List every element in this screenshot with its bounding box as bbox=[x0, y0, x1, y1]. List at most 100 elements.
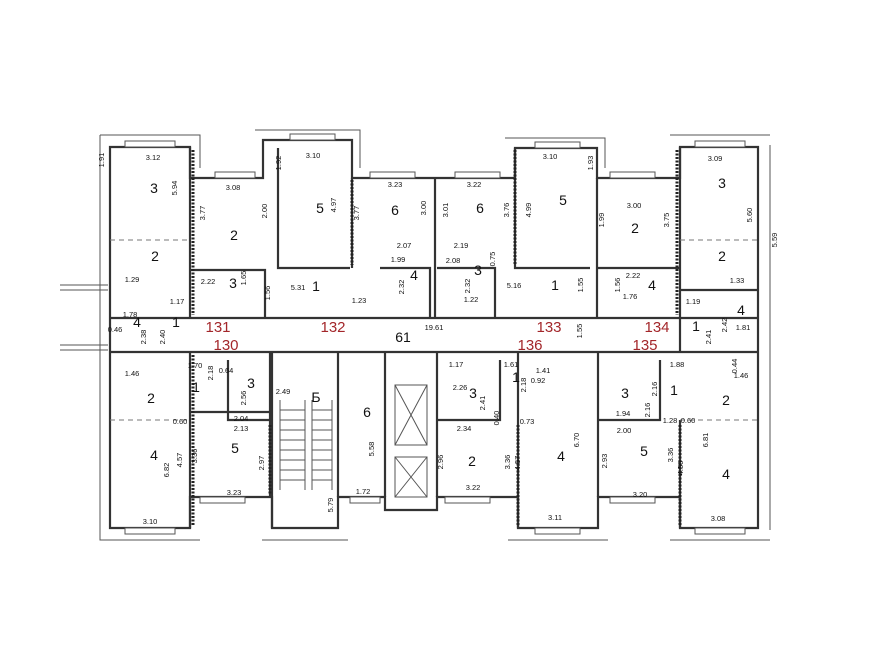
apartment-number: 131 bbox=[205, 319, 230, 336]
room-number: 4 bbox=[410, 267, 418, 283]
dimension-label: 2.56 bbox=[239, 391, 248, 406]
dimension-label: 2.40 bbox=[158, 330, 167, 345]
room-number: 5 bbox=[559, 192, 567, 208]
dimension-label: 1.72 bbox=[356, 487, 371, 496]
dimension-label: 1.92 bbox=[274, 156, 283, 171]
room-number: 3 bbox=[621, 385, 629, 401]
dimension-label: 1.46 bbox=[734, 371, 749, 380]
corridor-area: 19.61 bbox=[425, 323, 444, 332]
outer-frame bbox=[99, 129, 771, 541]
stair-flights bbox=[279, 400, 333, 490]
dimension-label: 5.31 bbox=[291, 283, 306, 292]
dimension-label: 0.73 bbox=[520, 417, 535, 426]
room-number: 4 bbox=[150, 447, 158, 463]
room-number: 5 bbox=[231, 440, 239, 456]
dimension-label: 2.13 bbox=[234, 424, 249, 433]
dimension-label: 0.60 bbox=[681, 416, 696, 425]
dimension-label: 1.91 bbox=[97, 153, 106, 168]
dimension-label: 6.81 bbox=[701, 433, 710, 448]
dimension-label: 2.32 bbox=[397, 280, 406, 295]
dimension-label: 0.40 bbox=[492, 411, 501, 426]
dimension-label: 4.99 bbox=[524, 203, 533, 218]
dimension-label: 0.60 bbox=[173, 417, 188, 426]
dimension-label: 2.49 bbox=[276, 387, 291, 396]
room-number: 3 bbox=[150, 180, 158, 196]
room-number: 4 bbox=[722, 466, 730, 482]
room-number: 2 bbox=[230, 227, 238, 243]
dimension-label: 5.59 bbox=[770, 233, 779, 248]
dimension-label: 3.10 bbox=[543, 152, 558, 161]
dimension-label: 1.81 bbox=[736, 323, 751, 332]
dimension-label: 1.17 bbox=[170, 297, 185, 306]
dimension-label: 4.57 bbox=[513, 456, 522, 471]
dimension-label: 3.22 bbox=[467, 180, 482, 189]
room-number: 2 bbox=[468, 453, 476, 469]
room-number: 3 bbox=[247, 375, 255, 391]
apartment-number: 132 bbox=[320, 319, 345, 336]
dimension-label: 4.97 bbox=[329, 198, 338, 213]
dimension-label: 2.18 bbox=[519, 378, 528, 393]
apartment-number: 130 bbox=[213, 337, 238, 354]
room-number: 1 bbox=[551, 277, 559, 293]
dimension-label: 3.36 bbox=[190, 449, 199, 464]
elevator-shafts bbox=[394, 384, 428, 498]
dimension-label: 2.22 bbox=[201, 277, 216, 286]
room-number: 2 bbox=[722, 392, 730, 408]
dimension-label: 2.19 bbox=[454, 241, 469, 250]
dimension-label: 3.23 bbox=[388, 180, 403, 189]
partition-hatching bbox=[191, 150, 682, 525]
dimension-label: 3.20 bbox=[633, 490, 648, 499]
dimension-label: 2.41 bbox=[478, 396, 487, 411]
dimension-label: 1.55 bbox=[576, 278, 585, 293]
dimension-label: 4.56 bbox=[676, 461, 685, 476]
dimension-label: 0.44 bbox=[730, 359, 739, 374]
section-label: 61 bbox=[395, 329, 411, 345]
room-division-lines bbox=[110, 239, 758, 421]
dimension-label: 3.77 bbox=[198, 206, 207, 221]
dimension-label: 2.22 bbox=[626, 271, 641, 280]
dimension-label: 5.58 bbox=[367, 442, 376, 457]
dimension-label: 3.01 bbox=[441, 203, 450, 218]
dimension-label: 2.93 bbox=[600, 454, 609, 469]
room-number: Б bbox=[311, 389, 320, 405]
dimension-label: 3.09 bbox=[708, 154, 723, 163]
dimension-label: 5.16 bbox=[507, 281, 522, 290]
room-number: 2 bbox=[147, 390, 155, 406]
room-number: 2 bbox=[151, 248, 159, 264]
dimension-label: 6.82 bbox=[162, 463, 171, 478]
dimension-label: 2.97 bbox=[257, 456, 266, 471]
dimension-label: 3.75 bbox=[662, 213, 671, 228]
apartment-number: 133 bbox=[536, 319, 561, 336]
room-number: 1 bbox=[192, 379, 200, 395]
dimension-label: 2.07 bbox=[397, 241, 412, 250]
dimension-label: 0.75 bbox=[488, 252, 497, 267]
dimension-label: 1.22 bbox=[464, 295, 479, 304]
room-number: 1 bbox=[512, 369, 520, 385]
dimension-label: 3.36 bbox=[503, 455, 512, 470]
room-number: 2 bbox=[631, 220, 639, 236]
dimension-label: 0.46 bbox=[108, 325, 123, 334]
dimension-label: 2.08 bbox=[446, 256, 461, 265]
dimension-label: 3.12 bbox=[146, 153, 161, 162]
dimension-label: 1.55 bbox=[575, 324, 584, 339]
dimension-label: 5.79 bbox=[326, 498, 335, 513]
apartment-number: 136 bbox=[517, 337, 542, 354]
room-number: 4 bbox=[133, 314, 141, 330]
walls bbox=[60, 129, 771, 541]
dimension-label: 3.00 bbox=[419, 201, 428, 216]
dimension-label: 1.41 bbox=[536, 366, 551, 375]
dimension-label: 3.36 bbox=[666, 448, 675, 463]
room-number: 2 bbox=[718, 248, 726, 264]
room-number: 6 bbox=[363, 404, 371, 420]
dimension-label: 1.46 bbox=[125, 369, 140, 378]
dimension-label: 3.11 bbox=[548, 513, 562, 522]
dimension-label: 2.18 bbox=[206, 366, 215, 381]
windows bbox=[124, 133, 746, 535]
dimension-label: 2.42 bbox=[720, 318, 729, 333]
dimension-label: 1.93 bbox=[586, 156, 595, 171]
dimension-label: 1.78 bbox=[123, 310, 138, 319]
dimension-label: 2.96 bbox=[436, 455, 445, 470]
dimension-label: 1.76 bbox=[623, 292, 638, 301]
dimension-label: 2.00 bbox=[617, 426, 632, 435]
dimension-label: 3.23 bbox=[227, 488, 242, 497]
